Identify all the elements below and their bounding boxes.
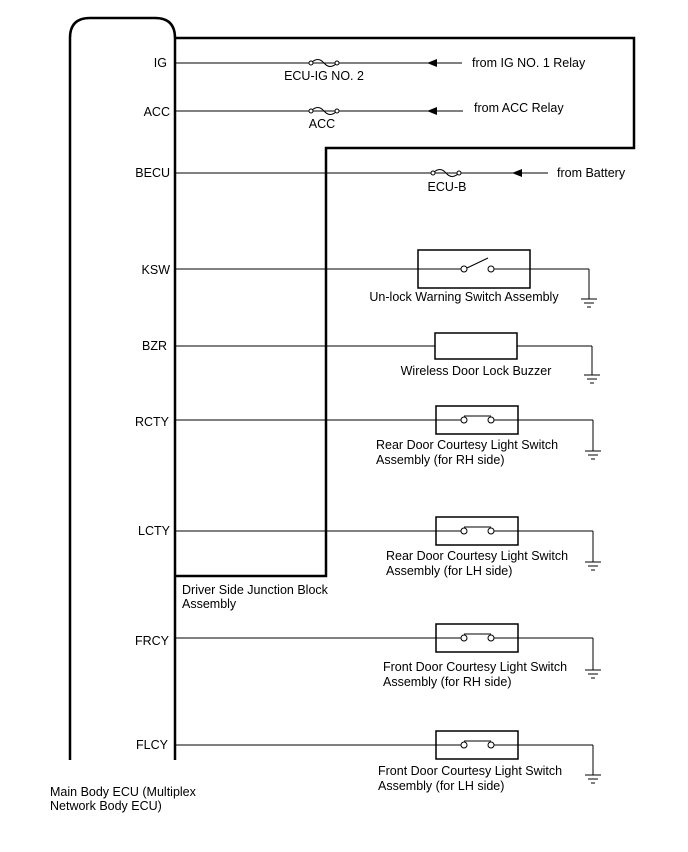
unlock-switch-contact-right [487, 265, 495, 273]
front-lh-switch-label-line2: Assembly (for LH side) [378, 779, 504, 793]
unlock-switch-label: Un-lock Warning Switch Assembly [369, 290, 559, 304]
pin-acc: ACC [144, 105, 170, 119]
pin-becu: BECU [135, 166, 170, 180]
ground-ksw-icon [581, 298, 597, 308]
ground-rcty-icon [585, 450, 601, 460]
ecu-label-line1: Main Body ECU (Multiplex [50, 785, 197, 799]
buzzer-box [434, 332, 518, 360]
fuse-ig-left-terminal [308, 60, 314, 66]
rear-rh-switch-contact-left [460, 416, 468, 424]
ground-frcy-icon [585, 669, 601, 679]
pin-ksw: KSW [142, 263, 171, 277]
fuse-becu-label: ECU-B [428, 180, 467, 194]
front-lh-switch-contact-right [487, 741, 495, 749]
source-acc: from ACC Relay [474, 101, 564, 115]
front-rh-switch-contact-right [487, 634, 495, 642]
pin-flcy: FLCY [136, 738, 169, 752]
junction-block-outline [175, 36, 636, 578]
rear-lh-switch-label-line1: Rear Door Courtesy Light Switch [386, 549, 568, 563]
rear-rh-switch-label-line1: Rear Door Courtesy Light Switch [376, 438, 558, 452]
fuse-ig-icon [310, 59, 338, 67]
pin-rcty: RCTY [135, 415, 170, 429]
fuse-becu-icon [432, 169, 460, 177]
fuse-acc-left-terminal [308, 108, 314, 114]
arrow-becu-icon [512, 169, 522, 177]
rear-lh-switch-contact-left [460, 527, 468, 535]
arrow-ig-icon [427, 59, 437, 67]
rear-rh-switch-contact-right [487, 416, 495, 424]
arrow-acc-icon [427, 107, 437, 115]
unlock-switch-blade-icon [466, 257, 489, 269]
pin-lcty: LCTY [138, 524, 171, 538]
fuse-becu-left-terminal [430, 170, 436, 176]
fuse-ig-right-terminal [334, 60, 340, 66]
pin-ig: IG [154, 56, 167, 70]
pin-bzr: BZR [142, 339, 167, 353]
front-lh-switch-label-line1: Front Door Courtesy Light Switch [378, 764, 562, 778]
fuse-acc-icon [310, 107, 338, 115]
rear-lh-switch-label-line2: Assembly (for LH side) [386, 564, 512, 578]
source-becu: from Battery [557, 166, 626, 180]
ecu-outline [68, 16, 177, 760]
rear-rh-switch-label-line2: Assembly (for RH side) [376, 453, 505, 467]
source-ig: from IG NO. 1 Relay [472, 56, 586, 70]
unlock-switch-contact-left [460, 265, 468, 273]
fuse-becu-right-terminal [456, 170, 462, 176]
ecu-label-line2: Network Body ECU) [50, 799, 162, 813]
fuse-acc-label: ACC [309, 117, 335, 131]
buzzer-label: Wireless Door Lock Buzzer [401, 364, 552, 378]
ground-lcty-icon [585, 561, 601, 571]
rear-lh-switch-contact-right [487, 527, 495, 535]
front-rh-switch-contact-left [460, 634, 468, 642]
front-rh-switch-label-line1: Front Door Courtesy Light Switch [383, 660, 567, 674]
pin-frcy: FRCY [135, 634, 170, 648]
junction-block-label-line2: Assembly [182, 597, 237, 611]
fuse-acc-right-terminal [334, 108, 340, 114]
front-rh-switch-label-line2: Assembly (for RH side) [383, 675, 512, 689]
ground-flcy-icon [585, 774, 601, 784]
front-lh-switch-contact-left [460, 741, 468, 749]
ground-bzr-icon [584, 374, 600, 384]
junction-block-label-line1: Driver Side Junction Block [182, 583, 329, 597]
fuse-ig-label: ECU-IG NO. 2 [284, 69, 364, 83]
